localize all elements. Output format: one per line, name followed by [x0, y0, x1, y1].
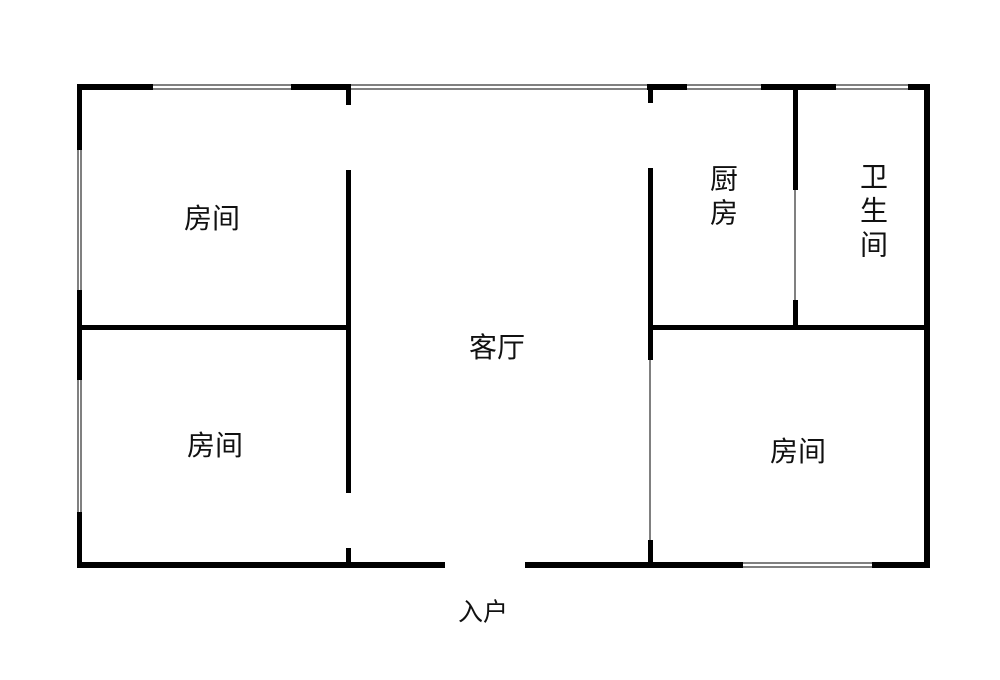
room-label-bedroom-top-left: 房间 — [183, 202, 241, 235]
windows — [77, 84, 908, 568]
entrance-label: 入户 — [457, 597, 509, 627]
room-label-kitchen: 厨房 — [706, 164, 739, 232]
room-label-bedroom-bottom-left: 房间 — [186, 429, 244, 462]
room-label-bedroom-right: 房间 — [769, 435, 827, 468]
thick-walls — [77, 84, 930, 568]
room-label-living-room: 客厅 — [468, 331, 526, 364]
room-label-bathroom: 卫生间 — [856, 162, 889, 264]
